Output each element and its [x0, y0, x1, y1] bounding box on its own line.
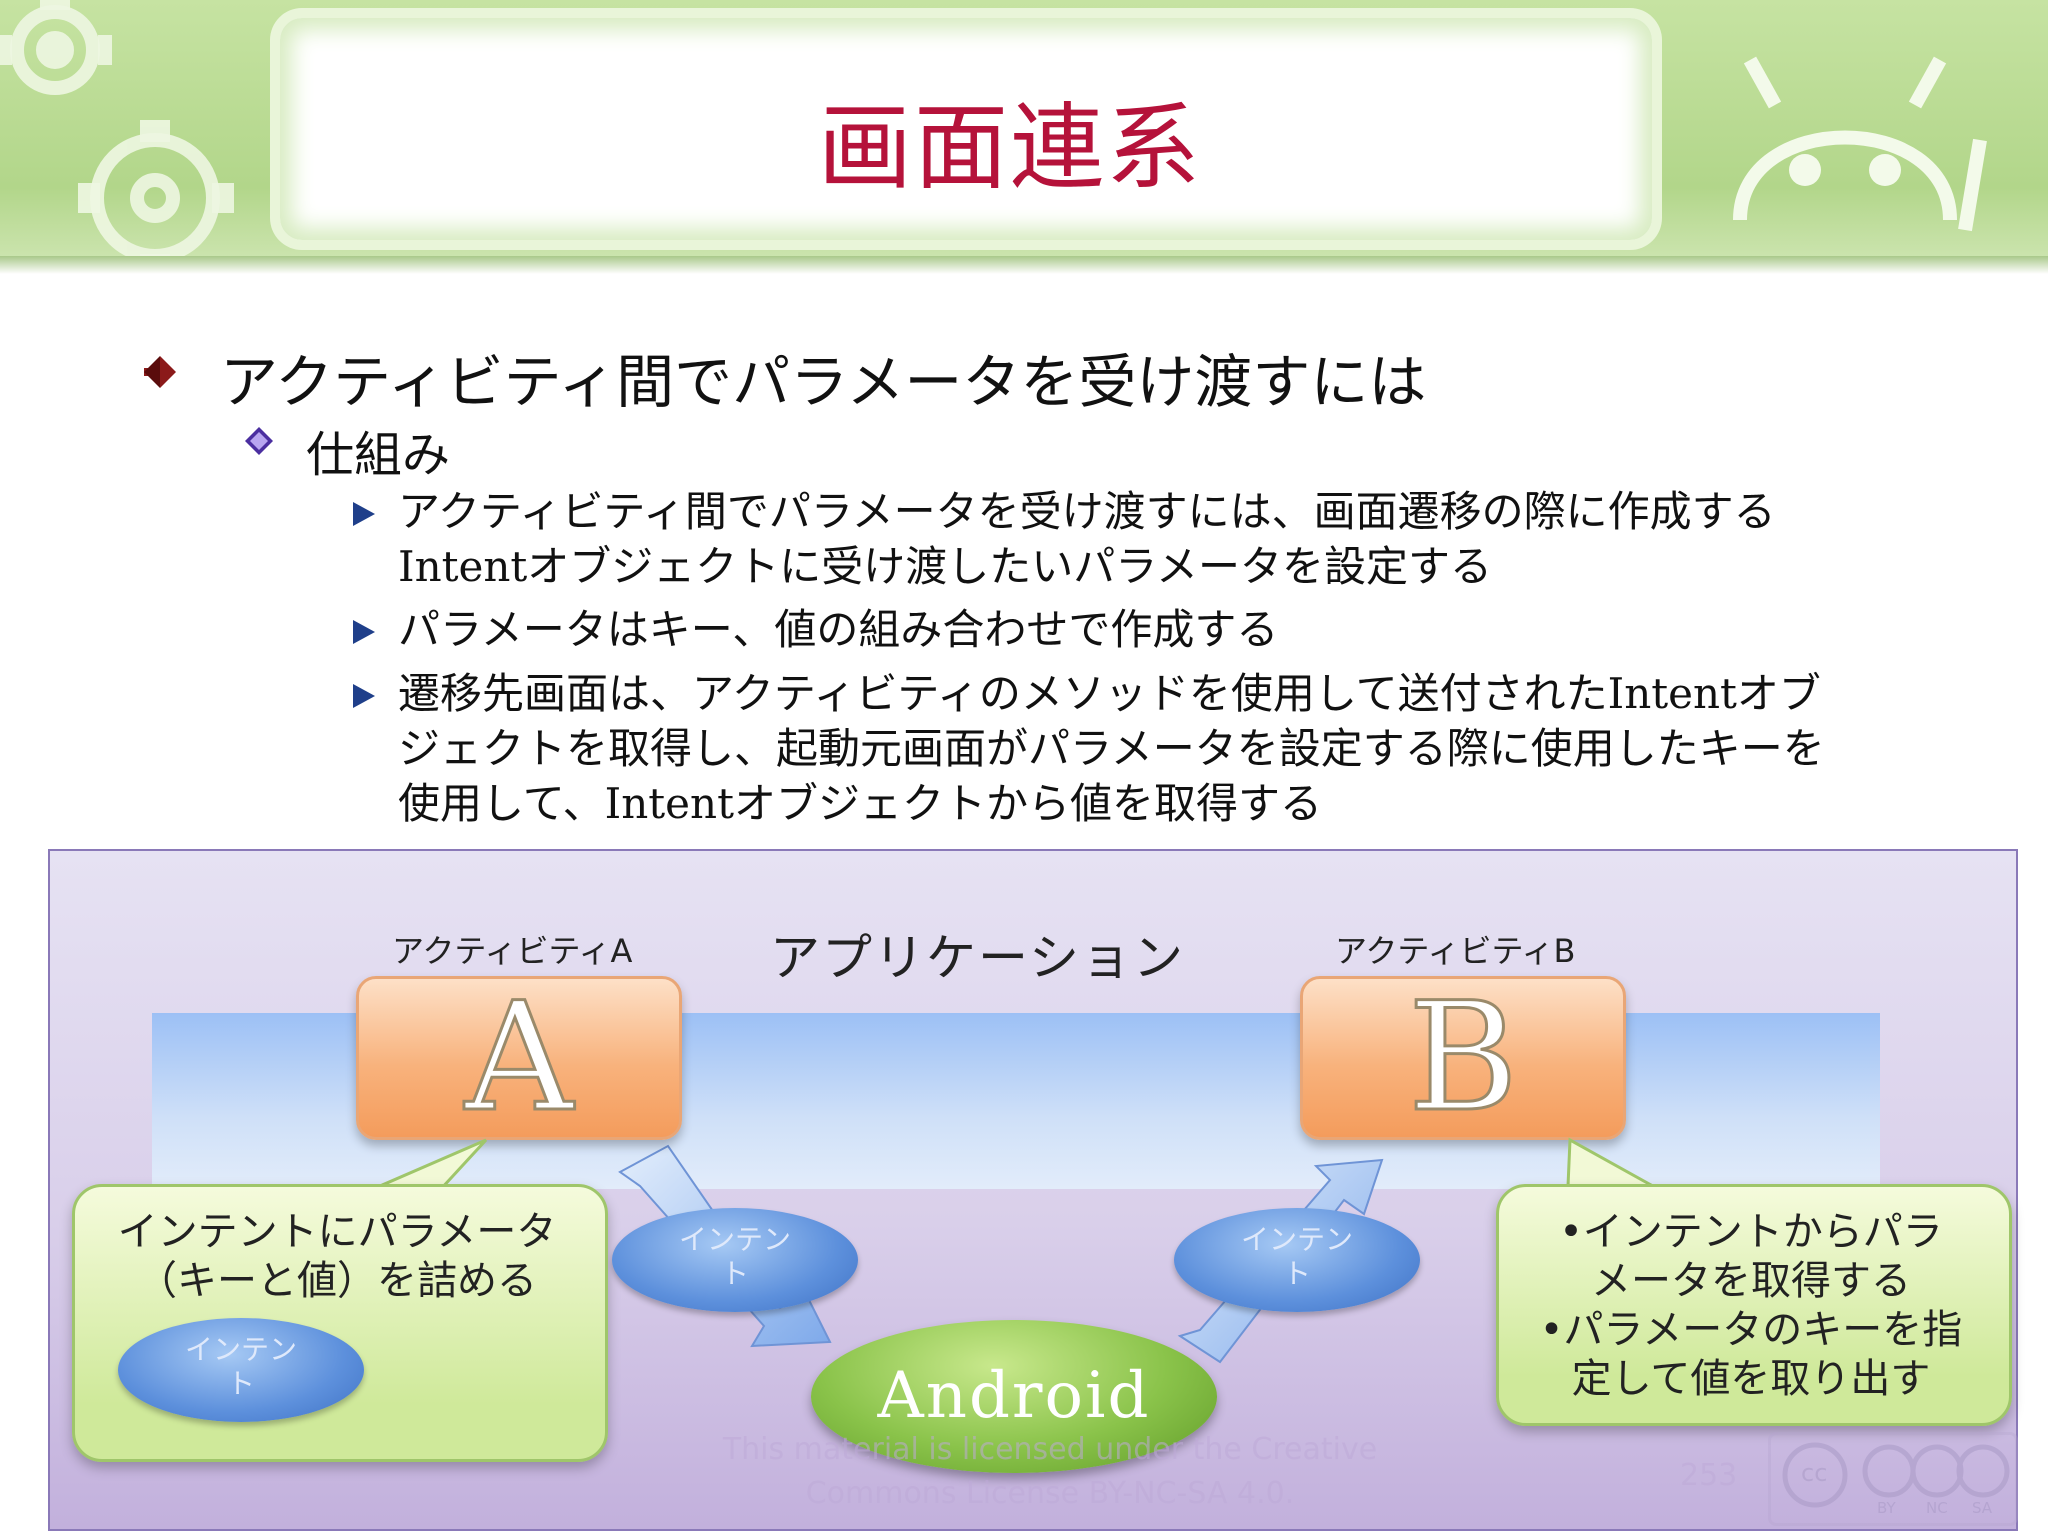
list-item: パラメータはキー、値の組み合わせで作成する [398, 602, 1278, 657]
callout-left [72, 1184, 608, 1462]
list-item-line: 遷移先画面は、アクティビティのメソッドを使用して送付されたIntentオブ [398, 669, 1821, 718]
activity-b-label: アクティビティB [1335, 932, 1576, 970]
application-label: アプリケーション [770, 929, 1185, 987]
callout-right-text: •インテントからパラ メータを取得する •パラメータのキーを指 定して値を取り出… [1539, 1209, 1963, 1402]
red-arrow-bullet-icon [144, 356, 176, 388]
diamond-bullet-icon [245, 427, 273, 455]
list-item-line: パラメータはキー、値の組み合わせで作成する [398, 605, 1279, 654]
list-item: アクティビティ間でパラメータを受け渡すには、画面遷移の際に作成する Intent… [398, 484, 1776, 594]
list-item-line: ジェクトを取得し、起動元画面がパラメータを設定する際に使用したキーを [398, 724, 1825, 773]
bullet-level1: アクティビティ間でパラメータを受け渡すには [220, 348, 1427, 416]
intent-ellipse-left: インテン ト [118, 1318, 364, 1422]
page-title: 画面連系 [817, 94, 1202, 203]
callout-left-text: インテントにパラメータ （キーと値）を詰める [117, 1209, 557, 1304]
cc-license-badge-icon: cc BY NC SA [1768, 1432, 2018, 1526]
triangle-bullet-icon [353, 684, 375, 708]
intent-ellipse-b: インテン ト [1174, 1208, 1420, 1312]
activity-a-label: アクティビティA [392, 932, 633, 970]
callout-right [1496, 1184, 2012, 1426]
page-number: 253 [1680, 1458, 1738, 1493]
list-item-line: アクティビティ間でパラメータを受け渡すには、画面遷移の際に作成する [398, 487, 1776, 536]
intent-ellipse-a: インテン ト [612, 1208, 858, 1312]
triangle-bullet-icon [353, 620, 375, 644]
activity-b-box: B [1300, 976, 1626, 1140]
activity-a-box: A [356, 976, 682, 1140]
android-robot-icon [1733, 56, 1987, 232]
header-shadow [0, 256, 2048, 274]
list-item: 遷移先画面は、アクティビティのメソッドを使用して送付されたIntentオブ ジェ… [398, 666, 1825, 831]
list-item-line: 使用して、Intentオブジェクトから値を取得する [398, 779, 1322, 828]
license-watermark: This material is licensed under the Crea… [722, 1432, 1378, 1511]
triangle-bullet-icon [353, 502, 375, 526]
list-item-line: Intentオブジェクトに受け渡したいパラメータを設定する [398, 542, 1493, 591]
android-os-ellipse: Android [811, 1320, 1217, 1473]
title-panel [280, 18, 1652, 240]
bullet-level2: 仕組み [306, 427, 451, 483]
